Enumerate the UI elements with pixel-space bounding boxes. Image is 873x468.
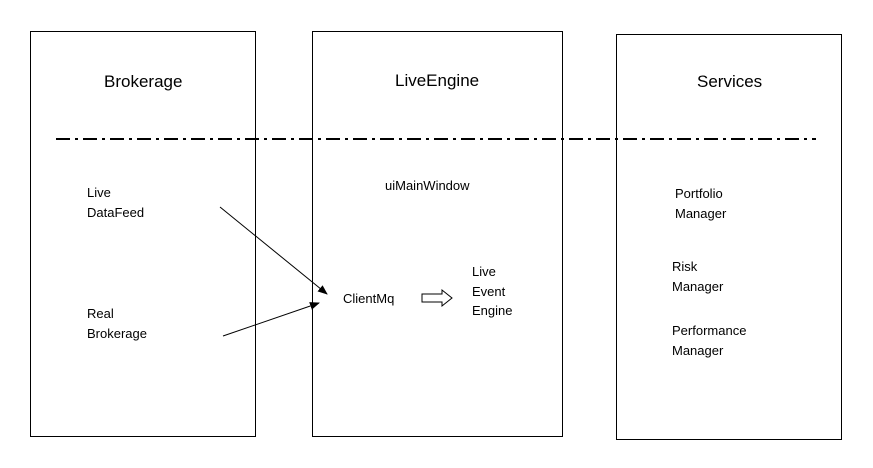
liveengine-title: LiveEngine — [395, 71, 480, 90]
live-datafeed-line-2: DataFeed — [87, 204, 145, 220]
live-event-engine-line-1: Live — [472, 264, 496, 279]
liveengine-box — [312, 31, 563, 437]
services-box — [616, 34, 842, 440]
performance-manager-label: Performance Manager — [672, 321, 746, 360]
portfolio-manager-line-1: Portfolio — [675, 186, 723, 201]
portfolio-manager-label: Portfolio Manager — [675, 184, 726, 223]
portfolio-manager-line-2: Manager — [675, 205, 727, 221]
hollow-right-arrow-icon — [421, 288, 453, 308]
client-mq-line-1: ClientMq — [343, 291, 395, 306]
brokerage-to-clientmq-arrow — [222, 302, 320, 337]
real-brokerage-line-1: Real — [87, 306, 114, 321]
live-datafeed-line-1: Live — [87, 185, 111, 200]
live-datafeed-label: Live DataFeed — [87, 183, 144, 222]
performance-manager-line-1: Performance — [672, 323, 747, 338]
brokerage-box — [30, 31, 256, 437]
performance-manager-line-2: Manager — [672, 342, 724, 358]
client-mq-label: ClientMq — [343, 289, 394, 309]
datafeed-to-clientmq-arrow — [219, 206, 328, 295]
brokerage-title: Brokerage — [104, 72, 183, 91]
live-event-engine-label: Live Event Engine — [472, 262, 512, 321]
risk-manager-line-1: Risk — [672, 259, 698, 274]
real-brokerage-label: Real Brokerage — [87, 304, 147, 343]
ui-main-window-label: uiMainWindow — [385, 176, 470, 196]
real-brokerage-line-2: Brokerage — [87, 325, 147, 341]
ui-main-window-line-1: uiMainWindow — [385, 178, 470, 193]
live-event-engine-line-2: Event — [472, 283, 506, 299]
services-title: Services — [697, 72, 763, 91]
risk-manager-label: Risk Manager — [672, 257, 723, 296]
live-event-engine-line-3: Engine — [472, 303, 513, 318]
risk-manager-line-2: Manager — [672, 278, 724, 294]
